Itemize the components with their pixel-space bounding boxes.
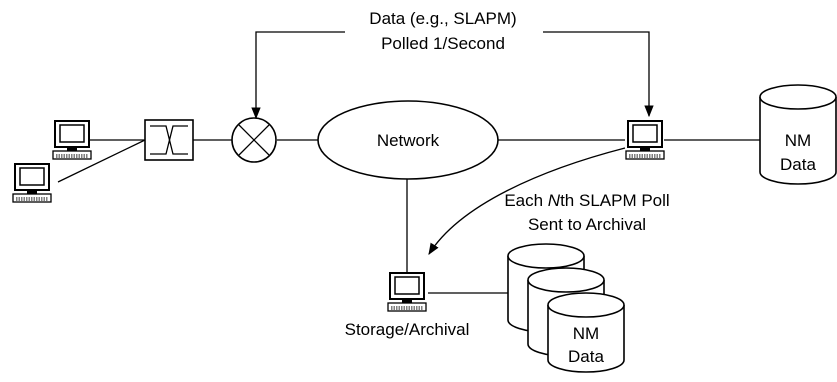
workstation-icon	[52, 120, 92, 160]
link-pc2-switch	[57, 139, 146, 183]
archival-label-line2: Sent to Archival	[528, 215, 646, 234]
workstation-icon	[12, 163, 52, 203]
workstation-icon	[387, 272, 427, 312]
workstation-icon	[625, 120, 665, 160]
nm-data-bottom-line1: NM	[573, 324, 599, 343]
database-icon	[547, 292, 625, 373]
router-icon	[231, 117, 277, 163]
archival-label-line1: Each Nth SLAPM Poll	[504, 191, 669, 210]
poll-label-line1: Data (e.g., SLAPM)	[369, 9, 516, 28]
network-ellipse	[317, 100, 499, 180]
network-label: Network	[377, 131, 440, 150]
poll-label-line2: Polled 1/Second	[381, 34, 505, 53]
nm-data-top-line1: NM	[785, 131, 811, 150]
archival-arrow	[428, 147, 626, 255]
switch-icon	[144, 119, 194, 161]
poll-arrow-left	[251, 31, 345, 120]
nm-data-top-line2: Data	[780, 155, 816, 174]
polling-arrows	[251, 31, 654, 255]
connection-lines	[57, 139, 760, 294]
poll-arrow-right	[543, 31, 654, 118]
nm-data-bottom-line2: Data	[568, 347, 604, 366]
storage-archival-label: Storage/Archival	[345, 320, 470, 339]
database-icon	[759, 84, 837, 185]
